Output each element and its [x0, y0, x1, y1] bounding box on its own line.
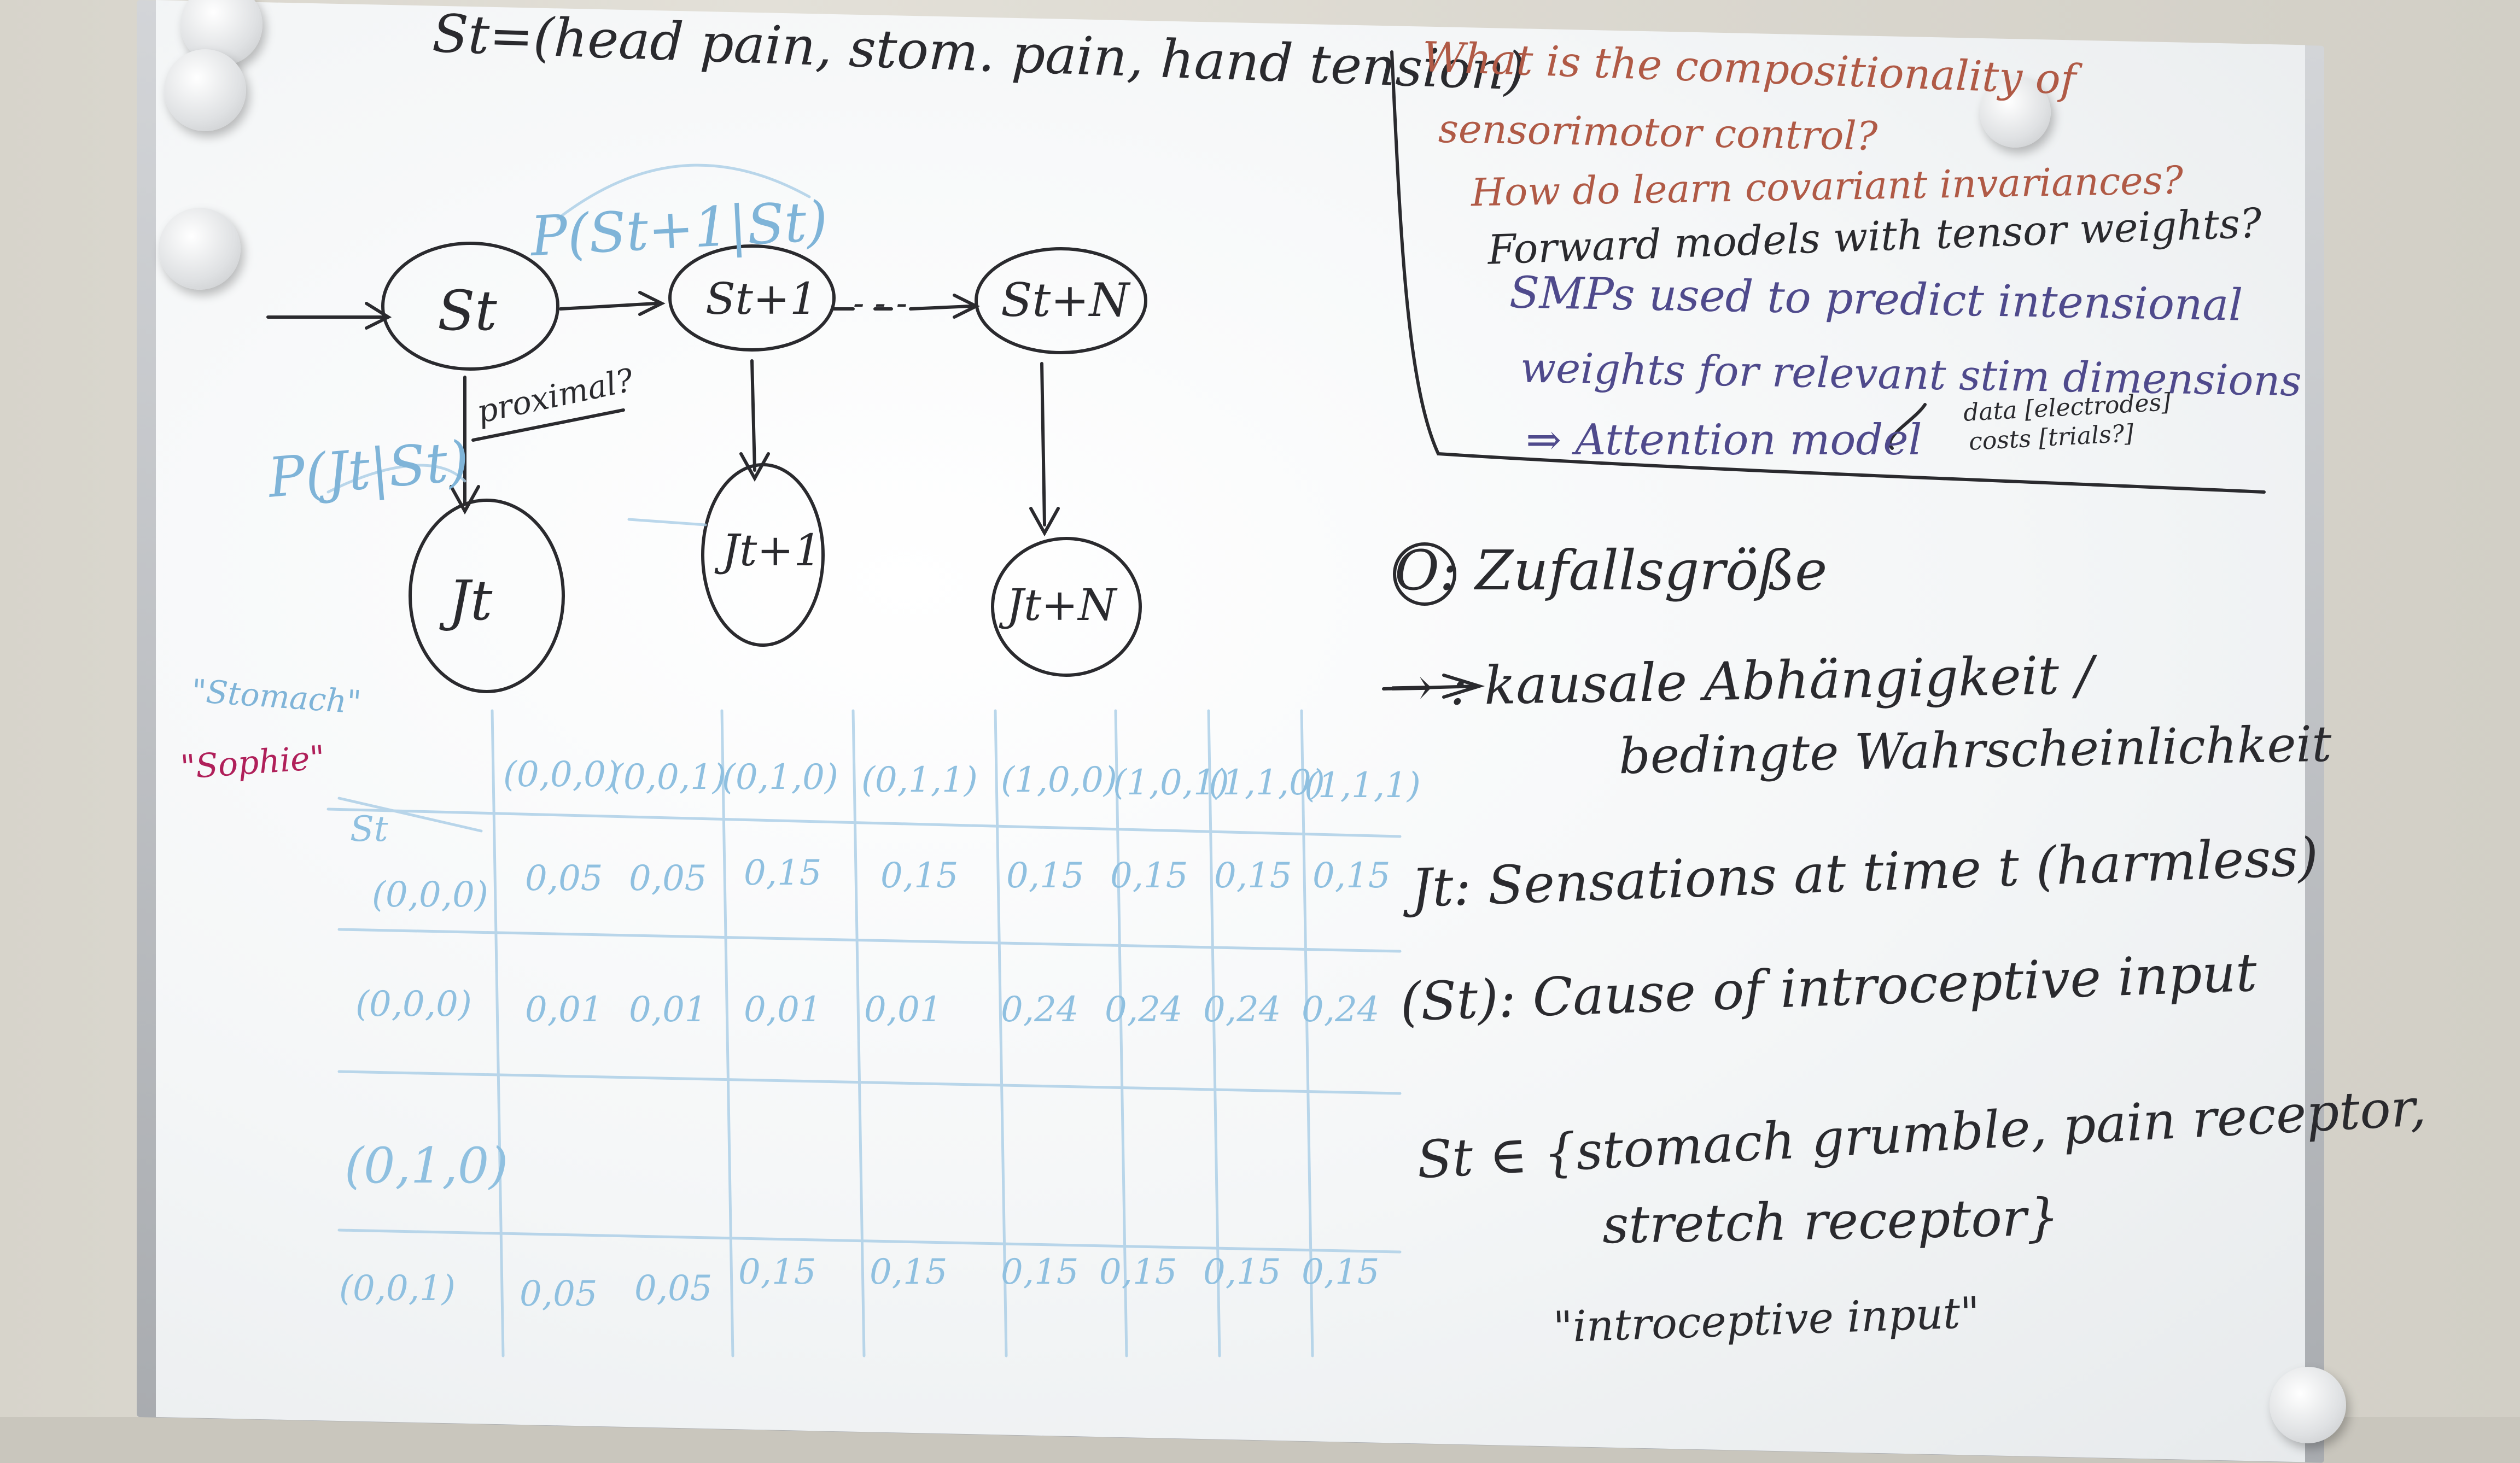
node-stn [975, 247, 1147, 354]
legend-circle-text: O: Zufallsgröße [1395, 539, 1828, 602]
table-corner-diagonal [337, 797, 483, 833]
table-col-line-1 [720, 709, 734, 1357]
table-cell: 0,24 [1001, 990, 1079, 1030]
table-cell: 0,15 [738, 1252, 816, 1292]
legend-arrow-text-1: → : kausale Abhängigkeit / [1389, 644, 2094, 718]
table-col-header: (1,1,0) [1209, 763, 1325, 803]
node-jt [409, 499, 565, 693]
node-label-stn: St+N [1001, 273, 1130, 327]
table-cell: 0,01 [525, 990, 603, 1030]
table-col-header: (0,0,0) [503, 754, 620, 795]
table-cell: 0,01 [744, 990, 822, 1030]
table-col-header: (0,1,0) [722, 757, 838, 798]
table-cell: 0,05 [520, 1274, 598, 1314]
node-jtn [991, 537, 1142, 677]
magnet-right-top [1980, 77, 2051, 148]
arrow-st-to-st1 [559, 291, 666, 316]
table-row-label: (0,0,0) [372, 875, 488, 915]
table-cell: 0,05 [525, 858, 603, 899]
table-row-line-2 [337, 1070, 1402, 1095]
table-cell: 0,05 [629, 858, 707, 899]
table-cell: 0,24 [1105, 990, 1183, 1030]
table-cell: 0,24 [1203, 990, 1281, 1030]
legend-set-2: stretch receptor} [1602, 1187, 2060, 1256]
node-label-jt1: Jt+1 [722, 525, 822, 576]
table-col-line-0 [491, 709, 505, 1357]
table-col-line-4 [1114, 709, 1128, 1357]
table-row-line-1 [337, 928, 1402, 953]
questions-box-border [1390, 50, 2266, 494]
table-cell: 0,01 [629, 990, 707, 1030]
table-cell: 0,15 [880, 856, 959, 896]
node-label-st: St [438, 279, 497, 343]
table-col-header: (1,1,1) [1304, 765, 1421, 806]
table-cell: 0,15 [744, 853, 822, 893]
table-col-line-6 [1300, 709, 1314, 1357]
table-row-label: (0,1,0) [345, 1137, 509, 1195]
arrow-st1-to-jt1 [739, 359, 770, 482]
node-label-st1: St+1 [705, 273, 818, 324]
node-label-jt: Jt [448, 569, 493, 633]
table-cell: 0,15 [1099, 1252, 1177, 1292]
table-cell: 0,15 [1312, 856, 1391, 896]
table-cell: 0,01 [864, 990, 942, 1030]
table-cell: 0,15 [1302, 1252, 1380, 1292]
table-cell: 0,15 [1214, 856, 1292, 896]
table-col-line-5 [1207, 709, 1221, 1357]
table-header-line [326, 807, 1402, 838]
table-col-header: (1,0,0) [1001, 760, 1117, 800]
node-st [381, 242, 559, 371]
table-row-line-3 [337, 1228, 1402, 1254]
faded-arrow-right [627, 518, 707, 526]
table-cell: 0,24 [1302, 990, 1380, 1030]
arrow-stn-to-jtn [1029, 362, 1060, 537]
table-corner: St [350, 809, 388, 850]
diagram-strokes [266, 50, 2266, 1357]
table-row-label: (0,0,1) [339, 1268, 456, 1309]
table-col-header: (1,0,1) [1113, 763, 1229, 803]
table-cell: 0,05 [634, 1268, 713, 1309]
box-brace [1888, 403, 1927, 450]
magnet-left-middle [159, 208, 241, 290]
faded-transition-arc [556, 163, 811, 220]
table-col-line-2 [851, 709, 866, 1357]
table-cell: 0,15 [1110, 856, 1188, 896]
node-label-jtn: Jt+N [1006, 580, 1117, 630]
table-row-label: (0,0,0) [355, 984, 472, 1025]
question-line-2: sensorimotor control? [1438, 105, 1878, 160]
node-st1 [668, 244, 836, 352]
diagram-dots: - - - [853, 284, 907, 323]
table-cell: 0,15 [1006, 856, 1084, 896]
table-cell: 0,15 [1203, 1252, 1281, 1292]
table-col-header: (0,0,1) [610, 757, 726, 798]
proximal-underline [471, 408, 625, 442]
table-cell: 0,15 [1001, 1252, 1079, 1292]
question-line-7: ⇒ Attention model [1526, 416, 1922, 465]
table-cell: 0,15 [870, 1252, 948, 1292]
legend-arrow [1382, 674, 1485, 699]
magnet-left-upper [164, 49, 246, 131]
table-col-header: (0,1,1) [861, 760, 978, 800]
arrow-st1-to-stn [832, 294, 980, 319]
arrow-into-st [266, 302, 392, 330]
table-col-line-3 [994, 709, 1008, 1357]
faded-emission-arrow [326, 464, 466, 494]
legend-circle [1393, 542, 1456, 606]
